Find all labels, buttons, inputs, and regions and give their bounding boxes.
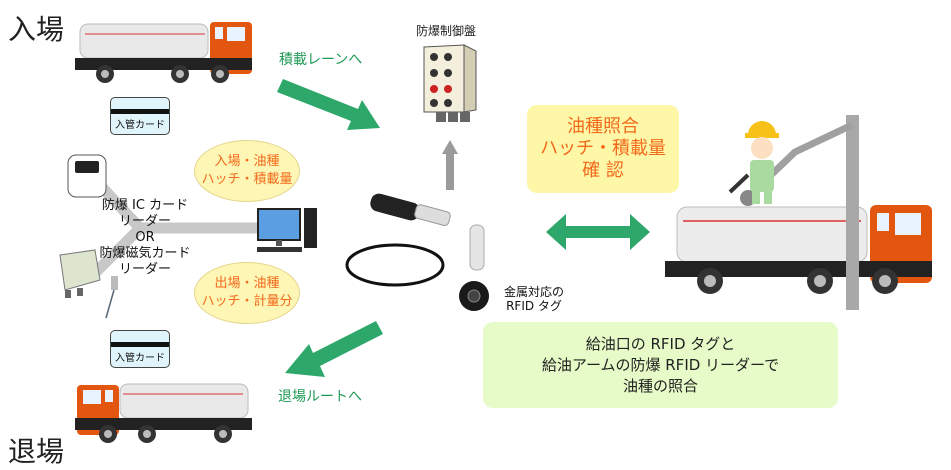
- rfid-tag-line: 金属対応の: [503, 285, 564, 299]
- verification-line: 確 認: [582, 160, 624, 181]
- rfid-tag-line: RFID タグ: [506, 299, 562, 313]
- verification-line: ハッチ・積載量: [540, 138, 666, 159]
- card-magnetic-stripe: [111, 342, 169, 347]
- green-arrow-to-loading: [277, 79, 380, 130]
- tanker-truck-icon: [665, 205, 932, 294]
- rfid-tag-label: 金属対応の RFID タグ: [494, 285, 574, 313]
- description-line: 油種の照合: [622, 376, 698, 395]
- gray-up-arrow: [442, 140, 458, 190]
- card-reader-label: 防爆 IC カード リーダー OR 防爆磁気カード リーダー: [95, 198, 195, 278]
- id-card-icon: 入管カード: [110, 330, 170, 368]
- bubble-line: 入場・油種: [214, 154, 280, 169]
- verification-box: 油種照合 ハッチ・積載量 確 認: [527, 105, 679, 193]
- control-panel-label: 防爆制御盤: [416, 24, 477, 38]
- description-line: 給油口の RFID タグと: [585, 334, 736, 353]
- reader-line: リーダー: [118, 262, 171, 277]
- bubble-line: ハッチ・計量分: [201, 294, 293, 309]
- rfid-description-box: 給油口の RFID タグと 給油アームの防爆 RFID リーダーで 油種の照合: [483, 322, 838, 408]
- bubble-line: ハッチ・積載量: [201, 172, 293, 187]
- reader-line: 防爆 IC カード: [101, 198, 189, 213]
- green-arrow-to-exit: [285, 321, 383, 377]
- description-line: 給油アームの防爆 RFID リーダーで: [541, 355, 780, 374]
- desktop-computer-icon: [257, 208, 317, 252]
- tanker-truck-icon: [75, 383, 252, 443]
- green-double-arrow: [546, 214, 650, 250]
- magnetic-card-reader-icon: [59, 249, 118, 319]
- exit-label: 退場: [8, 435, 65, 468]
- speech-bubble-exit: 出場・油種 ハッチ・計量分: [194, 262, 300, 324]
- to-exit-route-label: 退場ルートへ: [278, 389, 362, 405]
- tanker-truck-icon: [75, 22, 252, 83]
- ic-card-reader-icon: [67, 154, 107, 198]
- worker-icon: [728, 121, 779, 204]
- id-card-icon: 入管カード: [110, 97, 170, 135]
- bubble-line: 出場・油種: [214, 276, 280, 291]
- card-magnetic-stripe: [111, 109, 169, 114]
- control-panel-icon: [423, 44, 477, 122]
- reader-line: 防爆磁気カード: [99, 246, 191, 261]
- card-label: 入管カード: [115, 353, 165, 364]
- reader-line-or: OR: [135, 230, 155, 245]
- entry-label: 入場: [8, 13, 65, 46]
- to-loading-lane-label: 積載レーンへ: [279, 52, 363, 68]
- rfid-reader-icon: [345, 193, 485, 287]
- verification-line: 油種照合: [567, 116, 639, 137]
- card-label: 入管カード: [115, 120, 165, 131]
- speech-bubble-entry: 入場・油種 ハッチ・積載量: [194, 140, 300, 202]
- rfid-tag-icon: [459, 281, 489, 311]
- reader-line: リーダー: [118, 214, 171, 229]
